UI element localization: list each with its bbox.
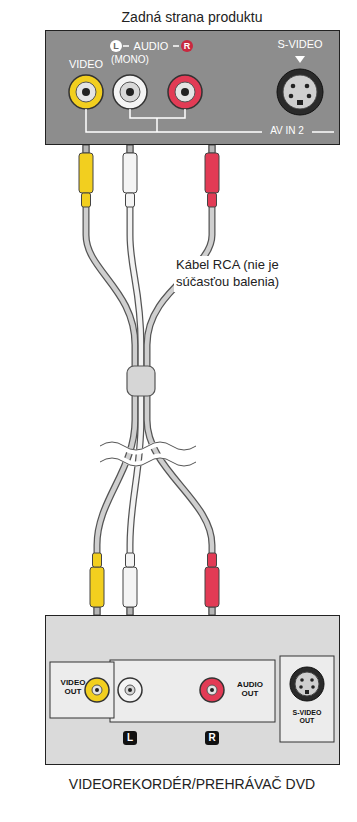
video-jack (69, 75, 103, 109)
jack-label: AUDIO (131, 40, 171, 53)
jack-label: VIDEO OUT (56, 678, 90, 696)
channel-marker: R (205, 731, 219, 745)
panel-fill (45, 30, 340, 145)
jack-label: VIDEO (61, 58, 111, 71)
rca-cable (147, 145, 212, 615)
channel-marker: L (110, 40, 122, 52)
s-video-frame (280, 656, 334, 742)
audio-group-frame (110, 660, 275, 722)
s-video-jack (277, 69, 323, 115)
jack-label: S-VIDEO (270, 38, 330, 51)
video-frame (50, 662, 114, 718)
video-out-jack (85, 678, 109, 702)
channel-marker: L (123, 731, 137, 745)
jack-label: S-VIDEO OUT (285, 709, 329, 725)
dash (173, 45, 179, 47)
channel-marker: R (181, 40, 193, 52)
device-panel: VIDEOREKORDÉR/PREHRÁVAČ DVD (45, 615, 340, 765)
audio-r-jack (168, 75, 202, 109)
s-video-out-jack (290, 667, 324, 701)
audio-l-jack (113, 75, 147, 109)
input-group-label: AV IN 2 (263, 125, 311, 137)
panel-title: VIDEOREKORDÉR/PREHRÁVAČ DVD (69, 776, 315, 792)
audio-out-l-jack (118, 678, 142, 702)
audio-out-r-jack (200, 678, 224, 702)
panel-title: Zadná strana produktu (122, 9, 263, 25)
dash (123, 45, 129, 47)
panel-fill (45, 615, 340, 765)
cable-label: Kábel RCA (nie je súčasťou balenia) (174, 256, 294, 292)
break-mark (100, 442, 196, 466)
rca-plugs (79, 145, 219, 615)
jack-label: (MONO) (105, 54, 155, 66)
cable-tie (127, 366, 155, 396)
pointer-triangle (295, 56, 305, 63)
jack-label: AUDIO OUT (232, 680, 268, 698)
